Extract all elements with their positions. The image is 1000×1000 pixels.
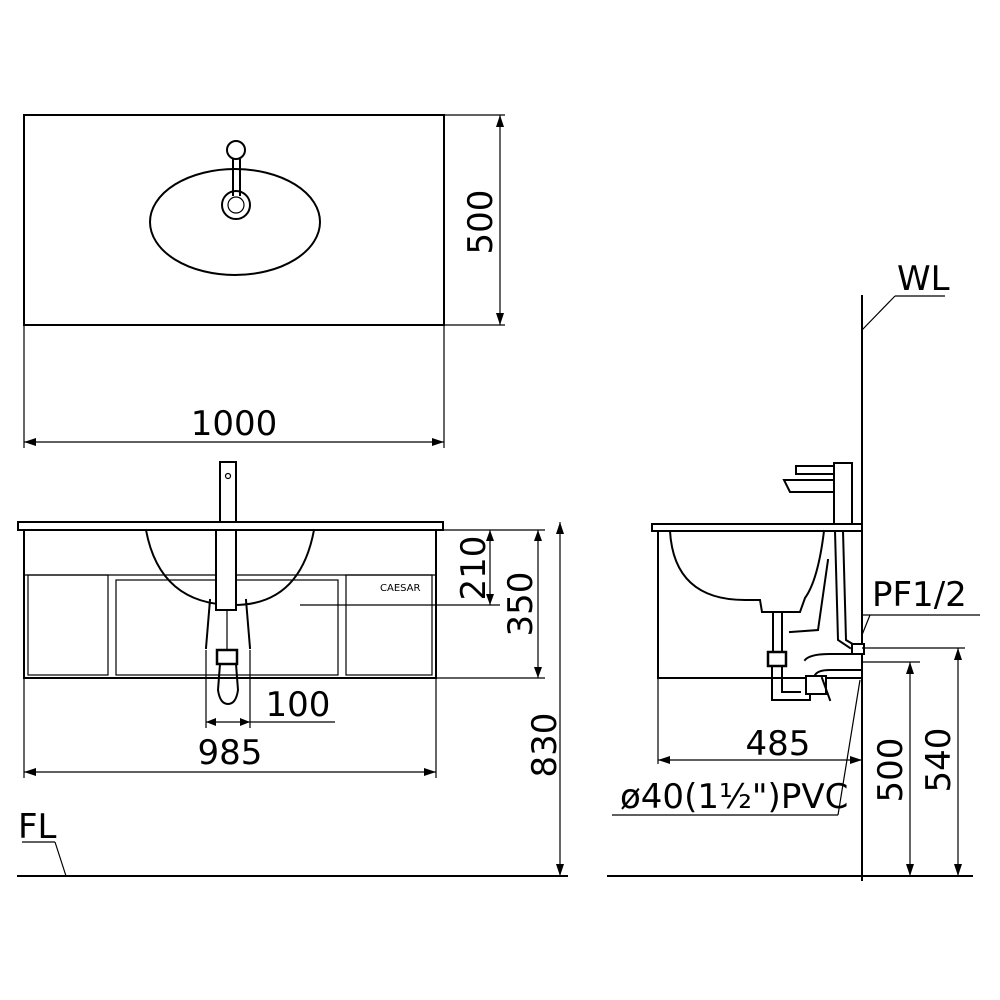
front-faucet — [219, 461, 237, 523]
top-view: 500 1000 — [23, 114, 505, 448]
side-view: WL PF1/2 485 — [607, 259, 980, 881]
front-countertop — [17, 521, 444, 531]
dim-text-350: 350 — [501, 572, 541, 637]
front-trap-nut — [215, 648, 239, 666]
front-view: CAESAR 210 350 100 — [17, 461, 568, 877]
dim-text-500-side: 500 — [871, 738, 911, 803]
dim-text-100: 100 — [266, 685, 331, 725]
wall-label: WL — [897, 259, 950, 299]
top-view-drain — [227, 196, 245, 214]
dim-text-210: 210 — [454, 536, 494, 601]
brand-label: CAESAR — [380, 583, 421, 594]
dim-text-830: 830 — [525, 713, 565, 778]
dim-text-485: 485 — [746, 724, 811, 764]
front-drain-pipe — [215, 529, 237, 611]
dim-text-985: 985 — [198, 733, 263, 773]
supply-label: PF1/2 — [872, 575, 967, 615]
dim-text-540: 540 — [919, 728, 959, 793]
top-view-faucet-handle — [226, 140, 246, 160]
side-faucet — [833, 462, 853, 525]
front-drawer-left — [27, 574, 109, 676]
side-countertop — [651, 523, 863, 532]
side-p-trap — [771, 665, 811, 701]
floor-label: FL — [18, 807, 57, 847]
side-cabinet — [657, 530, 863, 679]
side-drain-outlet — [803, 653, 863, 677]
front-p-trap — [216, 662, 240, 706]
side-trap-nut — [766, 650, 788, 668]
dim-text-1000: 1000 — [191, 404, 278, 444]
front-drawer-right — [345, 574, 433, 676]
top-view-basin — [149, 168, 321, 276]
side-supply-pipe — [833, 529, 852, 650]
top-view-countertop — [23, 114, 445, 326]
side-basin-bowl — [668, 529, 826, 613]
dim-text-500-top: 500 — [461, 190, 501, 255]
drain-label: ø40(1½")PVC — [620, 777, 848, 817]
top-view-drain-ring — [221, 190, 251, 220]
